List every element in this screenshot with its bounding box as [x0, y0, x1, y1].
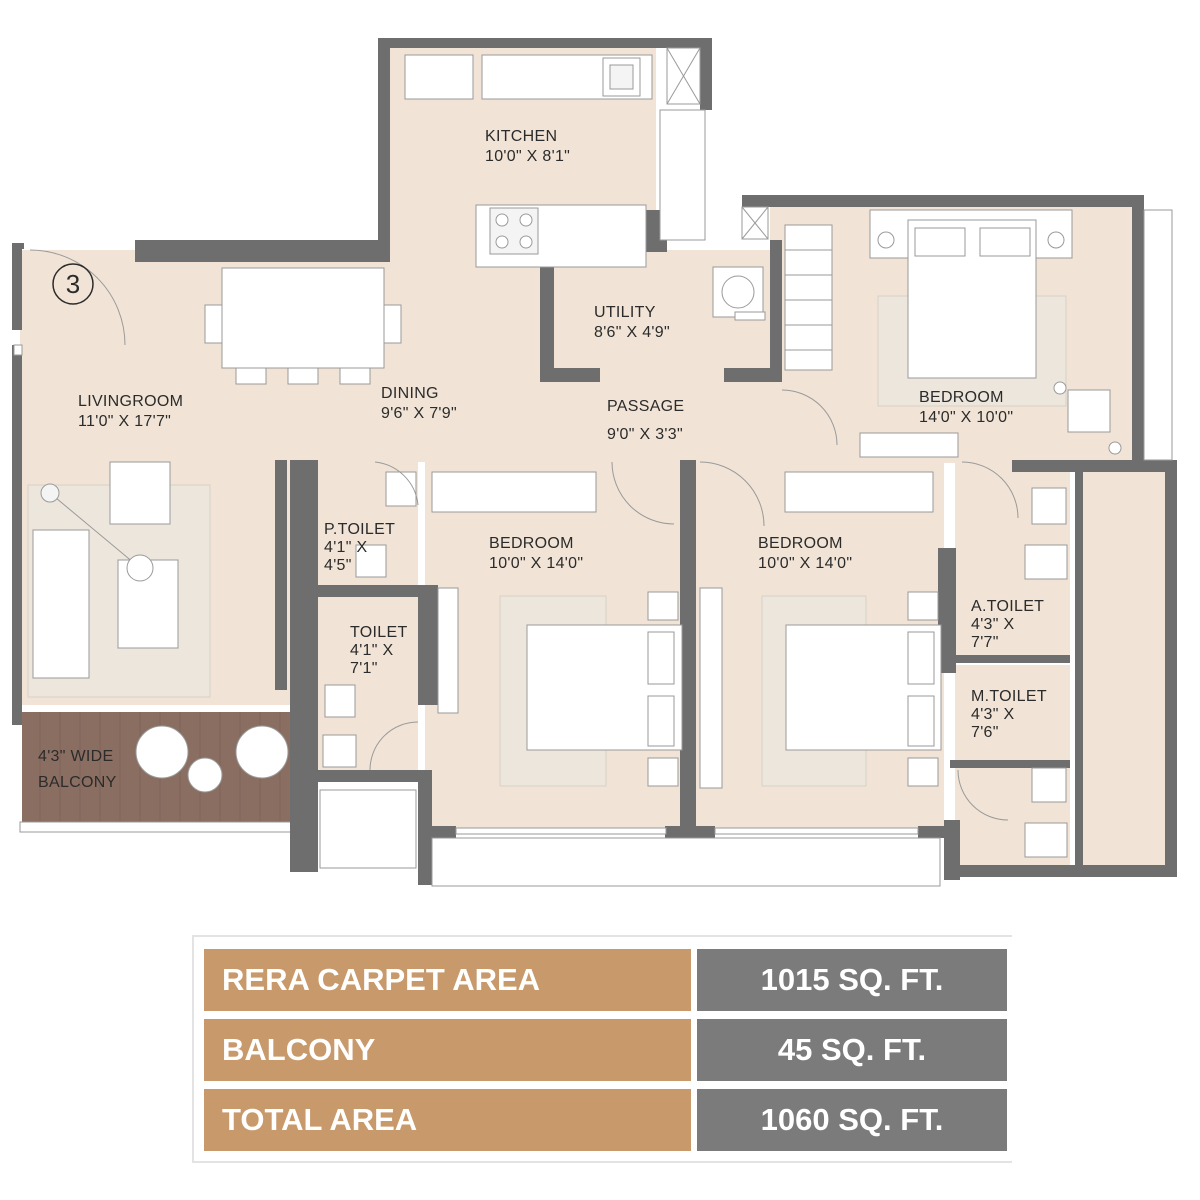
toilet-name: TOILET	[350, 624, 408, 641]
a-toilet-size-w: 4'3" X	[971, 616, 1014, 633]
shaft-floor	[1075, 470, 1165, 870]
a-toilet-name: A.TOILET	[971, 598, 1044, 615]
master-bedroom-name: BEDROOM	[919, 389, 1004, 406]
p-toilet-size-w: 4'1" X	[324, 539, 367, 556]
p-toilet-name: P.TOILET	[324, 521, 395, 538]
toilet-size-w: 4'1" X	[350, 642, 393, 659]
kitchen-size: 10'0" X 8'1"	[485, 148, 570, 165]
bedroom-2-name: BEDROOM	[489, 535, 574, 552]
area-label: RERA CARPET AREA	[204, 949, 691, 1011]
area-row-total: TOTAL AREA 1060 SQ. FT.	[204, 1089, 1007, 1151]
master-bedroom-size: 14'0" X 10'0"	[919, 409, 1013, 426]
a-toilet-size-h: 7'7"	[971, 634, 999, 651]
area-value: 1015 SQ. FT.	[697, 949, 1007, 1011]
bedroom-2-size: 10'0" X 14'0"	[489, 555, 583, 572]
floor-plan: 3 KITCHEN 10'0" X 8'1" UTILITY 8'6" X 4'…	[12, 38, 1177, 887]
unit-number: 3	[66, 269, 80, 299]
dining-size: 9'6" X 7'9"	[381, 405, 457, 422]
area-label: BALCONY	[204, 1019, 691, 1081]
p-toilet-size-h: 4'5"	[324, 557, 352, 574]
unit-number-badge	[52, 263, 94, 305]
toilet-size-h: 7'1"	[350, 660, 378, 677]
m-toilet-size-h: 7'6"	[971, 724, 999, 741]
m-toilet-name: M.TOILET	[971, 688, 1047, 705]
master-bedroom-furniture	[859, 209, 1122, 458]
bedroom-3-name: BEDROOM	[758, 535, 843, 552]
area-value: 45 SQ. FT.	[697, 1019, 1007, 1081]
room-labels: KITCHEN 10'0" X 8'1" UTILITY 8'6" X 4'9"…	[38, 128, 1047, 791]
area-row-balcony: BALCONY 45 SQ. FT.	[204, 1019, 1007, 1081]
area-table: RERA CARPET AREA 1015 SQ. FT. BALCONY 45…	[192, 935, 1012, 1163]
utility-name: UTILITY	[594, 304, 656, 321]
door-swings	[29, 249, 1019, 821]
toilet-fixtures	[319, 471, 1068, 869]
area-label: TOTAL AREA	[204, 1089, 691, 1151]
bedroom-3-size: 10'0" X 14'0"	[758, 555, 852, 572]
passage-name: PASSAGE	[607, 398, 684, 415]
dining-name: DINING	[381, 385, 439, 402]
balcony-width: 4'3" WIDE	[38, 748, 113, 765]
kitchen-fixtures	[404, 47, 701, 268]
utility-size: 8'6" X 4'9"	[594, 324, 670, 341]
balcony-furniture	[135, 725, 289, 793]
passage-size: 9'0" X 3'3"	[607, 426, 683, 443]
m-toilet-size-w: 4'3" X	[971, 706, 1014, 723]
kitchen-name: KITCHEN	[485, 128, 557, 145]
living-furniture	[32, 461, 179, 679]
livingroom-name: LIVINGROOM	[78, 393, 183, 410]
balcony-name: BALCONY	[38, 774, 117, 791]
living-dining-floor	[20, 250, 785, 462]
livingroom-size: 11'0" X 17'7"	[78, 413, 171, 430]
area-row-rera: RERA CARPET AREA 1015 SQ. FT.	[204, 949, 1007, 1011]
dining-set	[204, 267, 402, 385]
area-value: 1060 SQ. FT.	[697, 1089, 1007, 1151]
windows	[13, 109, 1173, 887]
bedroom-furniture	[431, 471, 942, 789]
utility-fixtures	[712, 206, 833, 371]
